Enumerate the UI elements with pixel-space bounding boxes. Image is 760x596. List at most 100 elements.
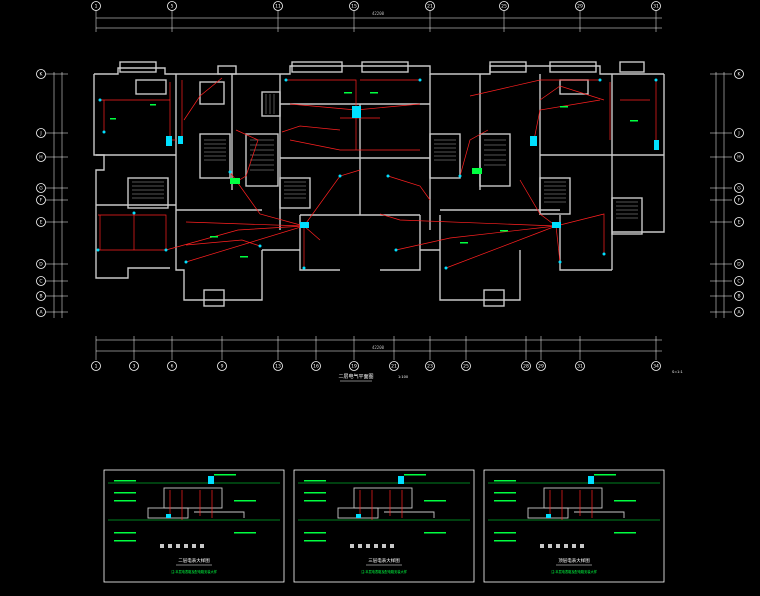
axis-right-D-label: D xyxy=(737,262,741,268)
axis-bottom-25-label: 25 xyxy=(463,364,469,370)
axis-left-A: A xyxy=(36,307,46,317)
axis-bottom-16: 16 xyxy=(311,361,321,371)
axis-bottom-29: 29 xyxy=(536,361,546,371)
axis-top-29: 29 xyxy=(575,1,585,11)
axis-bottom-28-label: 28 xyxy=(523,364,529,370)
axis-left-B-label: B xyxy=(39,294,42,300)
axis-bubbles-left: K J H GF E D C B A xyxy=(36,69,68,317)
axis-top-11: 11 xyxy=(273,1,283,11)
axis-left-K: K xyxy=(36,69,46,79)
total-dim-top: 42200 xyxy=(372,11,385,16)
axis-bottom-31-label: 31 xyxy=(577,364,583,370)
axis-left-H: H xyxy=(36,152,46,162)
axis-left-A-label: A xyxy=(39,310,43,316)
axis-bottom-34-label: 34 xyxy=(653,364,659,370)
axis-bottom-9-label: 9 xyxy=(221,364,224,370)
axis-right-B-label: B xyxy=(737,294,740,300)
axis-left-G: G xyxy=(36,183,46,193)
axis-bottom-19-label: 19 xyxy=(351,364,357,370)
axis-left-G-label: G xyxy=(39,186,43,192)
axis-right-K-label: K xyxy=(738,72,742,78)
axis-right-H: H xyxy=(734,152,744,162)
axis-right-C: C xyxy=(734,276,744,286)
axis-bottom-28: 28 xyxy=(521,361,531,371)
axis-right-G: G xyxy=(734,183,744,193)
axis-top-15: 15 xyxy=(349,1,359,11)
axis-bottom-3-label: 3 xyxy=(133,364,136,370)
detail-note-2: 注:本层电表箱及配电箱安装大样 xyxy=(361,569,408,574)
axis-top-11-label: 11 xyxy=(275,4,281,10)
axis-right-H-label: H xyxy=(737,155,740,161)
axis-right-E: E xyxy=(734,217,744,227)
axis-bottom-23: 23 xyxy=(425,361,435,371)
floor-plan-walls xyxy=(93,61,665,307)
axis-left-E: E xyxy=(36,217,46,227)
axis-top-21: 21 xyxy=(425,1,435,11)
detail-title-2: 三层电表大样图 xyxy=(368,557,400,564)
axis-bottom-34: 34 xyxy=(651,361,661,371)
electrical-fixtures xyxy=(96,78,659,270)
axis-left-J: J xyxy=(36,128,46,138)
axis-bottom-21: 21 xyxy=(389,361,399,371)
axis-right-J: J xyxy=(734,128,744,138)
detail-frames: 二层电表大样图注:本层电表箱及配电箱安装大样三层电表大样图注:本层电表箱及配电箱… xyxy=(103,469,665,583)
axis-top-1: 1 xyxy=(91,1,101,11)
axis-left-C: C xyxy=(36,276,46,286)
detail-note-1: 注:本层电表箱及配电箱安装大样 xyxy=(171,569,218,574)
axis-left-E-label: E xyxy=(40,220,43,226)
axis-top-5-label: 5 xyxy=(171,4,174,10)
axis-right-A-label: A xyxy=(737,310,741,316)
axis-top-15-label: 15 xyxy=(351,4,357,10)
axis-top-31: 31 xyxy=(651,1,661,11)
axis-left-D-label: D xyxy=(39,262,43,268)
stair-hatching xyxy=(132,94,638,219)
axis-left-H-label: H xyxy=(39,155,42,161)
axis-right-F: F xyxy=(734,195,744,205)
axis-left-D: D xyxy=(36,259,46,269)
axis-right-A: A xyxy=(734,307,744,317)
axis-bottom-1: 1 xyxy=(91,361,101,371)
axis-bottom-3: 3 xyxy=(129,361,139,371)
axis-top-25-label: 25 xyxy=(501,4,507,10)
axis-top-5: 5 xyxy=(167,1,177,11)
axis-bottom-9: 9 xyxy=(217,361,227,371)
axis-bottom-16-label: 16 xyxy=(313,364,319,370)
axis-left-B: B xyxy=(36,291,46,301)
axis-right-F-label: F xyxy=(738,198,741,204)
axis-bottom-13-label: 13 xyxy=(275,364,281,370)
detail-title-3: 顶层电表大样图 xyxy=(558,557,590,564)
axis-top-25: 25 xyxy=(499,1,509,11)
axis-bottom-1-label: 1 xyxy=(95,364,98,370)
side-dimension-lines xyxy=(53,72,725,318)
axis-top-1-label: 1 xyxy=(95,4,98,10)
axis-bottom-23-label: 23 xyxy=(427,364,433,370)
axis-top-21-label: 21 xyxy=(427,4,433,10)
axis-right-C-label: C xyxy=(737,279,740,285)
axis-left-J-label: J xyxy=(39,131,41,137)
axis-right-G-label: G xyxy=(737,186,741,192)
axis-bottom-6: 6 xyxy=(167,361,177,371)
axis-bottom-25: 25 xyxy=(461,361,471,371)
axis-bottom-6-label: 6 xyxy=(171,364,174,370)
axis-left-C-label: C xyxy=(39,279,42,285)
total-dim-bottom: 42200 xyxy=(372,345,385,350)
axis-right-J-label: J xyxy=(737,131,739,137)
axis-right-B: B xyxy=(734,291,744,301)
detail-note-3: 注:本层电表箱及配电箱安装大样 xyxy=(551,569,598,574)
axis-right-D: D xyxy=(734,259,744,269)
plan-title: 二层电气平面图 xyxy=(338,373,373,380)
side-note: S=1:1 xyxy=(672,370,683,374)
axis-left-F-label: F xyxy=(40,198,43,204)
axis-bottom-31: 31 xyxy=(575,361,585,371)
axis-left-K-label: K xyxy=(40,72,44,78)
axis-left-F: F xyxy=(36,195,46,205)
plan-scale: 1:100 xyxy=(398,375,408,379)
axis-top-29-label: 29 xyxy=(577,4,583,10)
axis-bottom-29-label: 29 xyxy=(538,364,544,370)
axis-bubbles-right: K J H GF E D C B A xyxy=(710,69,744,317)
